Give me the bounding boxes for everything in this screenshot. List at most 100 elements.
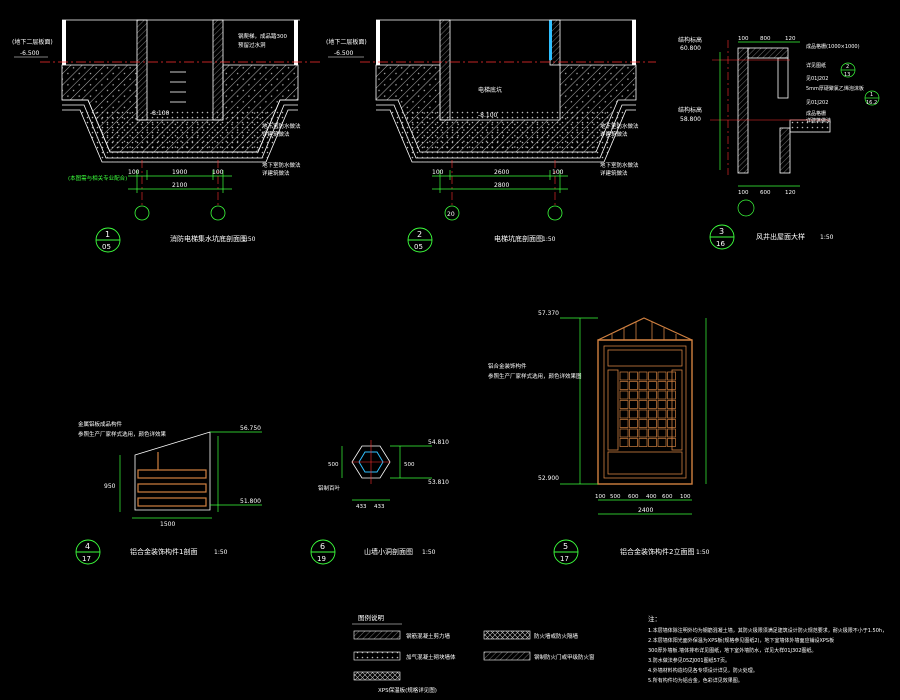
d5-dim-e: 600	[662, 494, 673, 500]
d5-lattice-cell	[629, 419, 638, 428]
d5-lattice-cell	[648, 371, 657, 381]
d6-level-top: 54.810	[428, 439, 449, 446]
d1-sheet: 05	[102, 243, 111, 251]
d1-pit-level: -8.100	[150, 110, 170, 117]
d1-note-wp2: 地下室防水做法	[262, 161, 301, 169]
d3-dim-top-c: 120	[785, 36, 796, 42]
notes-line-6: 5.所有构件均为铝合金，色彩详见效果图。	[648, 677, 743, 684]
d1-dim-a: 100	[128, 169, 140, 176]
d5-lattice-cell	[638, 438, 648, 447]
d4-dim-height: 950	[104, 483, 116, 490]
d5-lattice-cell	[667, 400, 676, 409]
d4-dim-width: 1500	[160, 521, 175, 528]
d6-dim-a: 433	[356, 504, 367, 510]
d5-level-bot: 52.900	[538, 475, 559, 482]
d6-sheet: 19	[317, 555, 326, 563]
d5-lattice-cell	[667, 381, 676, 390]
d5-lattice-cell	[619, 390, 629, 400]
d5-lattice-cell	[657, 371, 667, 381]
d5-dim-total: 2400	[638, 507, 653, 514]
d5-sheet: 17	[560, 555, 569, 563]
legend-swatch-firewall	[483, 630, 531, 640]
d5-lattice-cell	[648, 428, 657, 438]
d5-dim-a: 100	[595, 494, 606, 500]
d5-lattice-cell	[638, 390, 648, 400]
d5-frame-panel	[607, 369, 619, 451]
d4-note-1: 金属铝板成品构件	[78, 420, 123, 428]
d1-note-wp2b: 详建筑做法	[262, 169, 290, 177]
d2-note-wp1b: 详建筑做法	[600, 130, 628, 138]
d2-level-label: (地下二层板面)	[326, 38, 367, 46]
d1-note-ladder: 钢爬梯，成品踏300	[238, 32, 287, 40]
d5-lattice-cell	[667, 409, 676, 419]
d3-sheet: 16	[716, 240, 725, 248]
d3-ref1-num: 2	[846, 64, 849, 70]
d5-lattice-cell	[657, 438, 667, 447]
d5-note-1: 铝合金装饰构件	[488, 362, 527, 370]
d3-title: 风井出屋面大样	[756, 232, 805, 241]
detail-5-aluminum-decor-2-elevation: 100 500 600 400 600 100 2400 57.370 52.9…	[488, 310, 710, 565]
d2-note-wp2b: 详建筑做法	[600, 169, 628, 177]
d5-lattice-cell	[629, 371, 638, 381]
d5-lattice-cell	[648, 381, 657, 390]
detail-2-elevator-pit-section: 20 100 2600 100 2800 (地下二层板面) -6.500 电梯底…	[326, 19, 656, 253]
d3-dim-top-a: 100	[738, 36, 749, 42]
d5-lattice-cell	[667, 419, 676, 428]
d2-pit-level: -8.100	[478, 112, 498, 119]
d6-level-bot: 53.810	[428, 479, 449, 486]
d2-num: 2	[417, 230, 422, 239]
d5-lattice-cell	[648, 400, 657, 409]
d2-dim-b: 2600	[494, 169, 509, 176]
legend-item-1: 钢筋混凝土剪力墙	[406, 632, 451, 640]
d5-lattice-cell	[657, 381, 667, 390]
d6-num: 6	[320, 542, 325, 551]
d1-title: 消防电梯集水坑底剖面图	[170, 234, 247, 243]
legend: 图例说明 钢筋混凝土剪力墙 加气混凝土砌块墙体 XPS保温板(规格详见图) 防火…	[352, 613, 595, 694]
d4-title: 铝合金装饰构件1剖面	[130, 547, 197, 556]
d3-dim-bot-c: 120	[785, 190, 796, 196]
legend-item-5: 钢制防火门或甲级防火窗	[534, 653, 595, 661]
d4-note-2: 参照生产厂家样式选用，颜色详效果	[78, 430, 167, 438]
notes-line-2: 2.本层墙体阳光面外保温为XPS板(规格参见图纸2)，地下室墙体外墙面应铺设XP…	[648, 637, 834, 644]
legend-swatch-concrete	[353, 630, 401, 640]
d3-ref2-sheet: 16.2	[866, 100, 877, 106]
d2-pit-note: 电梯底坑	[478, 86, 502, 94]
d2-axis-label: 20	[447, 211, 455, 218]
notes-title: 注：	[648, 614, 661, 623]
d5-num: 5	[563, 542, 568, 551]
d2-note-wp1: 地下室防水做法	[600, 122, 639, 130]
d5-lattice-cell	[657, 409, 667, 419]
d3-level-label-1: 结构标高	[678, 36, 702, 44]
d5-dim-b: 500	[610, 494, 621, 500]
d3-note-3: 见01J202	[806, 76, 828, 82]
d5-lattice-cell	[648, 409, 657, 419]
d5-lattice-cell	[638, 400, 648, 409]
d5-scale: 1:50	[696, 549, 710, 556]
d3-level-label-2: 结构标高	[678, 106, 702, 114]
d3-ref2-num: 1	[870, 92, 873, 98]
d3-note-2: 详见图纸	[806, 62, 826, 69]
d2-note-wp2: 地下室防水做法	[600, 161, 639, 169]
d3-dim-top-b: 800	[760, 36, 771, 42]
notes-line-1: 1.本层墙体除注明外均为钢筋混凝土墙，其防火极限须满足建筑设计防火规范要求，耐火…	[648, 627, 887, 634]
detail-4-aluminum-decor-1-section: 1500 950 56.750 51.800 金属铝板成品构件 参照生产厂家样式…	[75, 420, 262, 565]
d5-lattice-cell	[648, 419, 657, 428]
d5-lattice-cell	[638, 428, 648, 438]
d5-lattice-cell	[629, 428, 638, 438]
d1-dim-c: 100	[212, 169, 224, 176]
notes-line-4: 3.防水做法参见05ZJ001图纸57页。	[648, 657, 730, 664]
d5-dim-f: 100	[680, 494, 691, 500]
d5-lattice-cell	[657, 390, 667, 400]
d5-level-top: 57.370	[538, 310, 559, 317]
detail-1-fire-elevator-pit-section: 100 1900 100 2100 (地下二层板面) -6.500 -8.100…	[12, 19, 320, 253]
d5-lattice-cell	[619, 438, 629, 447]
d3-level-2: 58.800	[680, 116, 701, 123]
d5-lattice-cell	[648, 438, 657, 447]
d6-dim-b: 433	[374, 504, 385, 510]
legend-swatch-block	[353, 651, 401, 661]
d3-scale: 1:50	[820, 234, 834, 241]
d5-lattice-cell	[619, 409, 629, 419]
d3-ref1-sheet: 13	[844, 72, 850, 78]
d5-dim-c: 600	[628, 494, 639, 500]
d5-lattice-cell	[629, 390, 638, 400]
